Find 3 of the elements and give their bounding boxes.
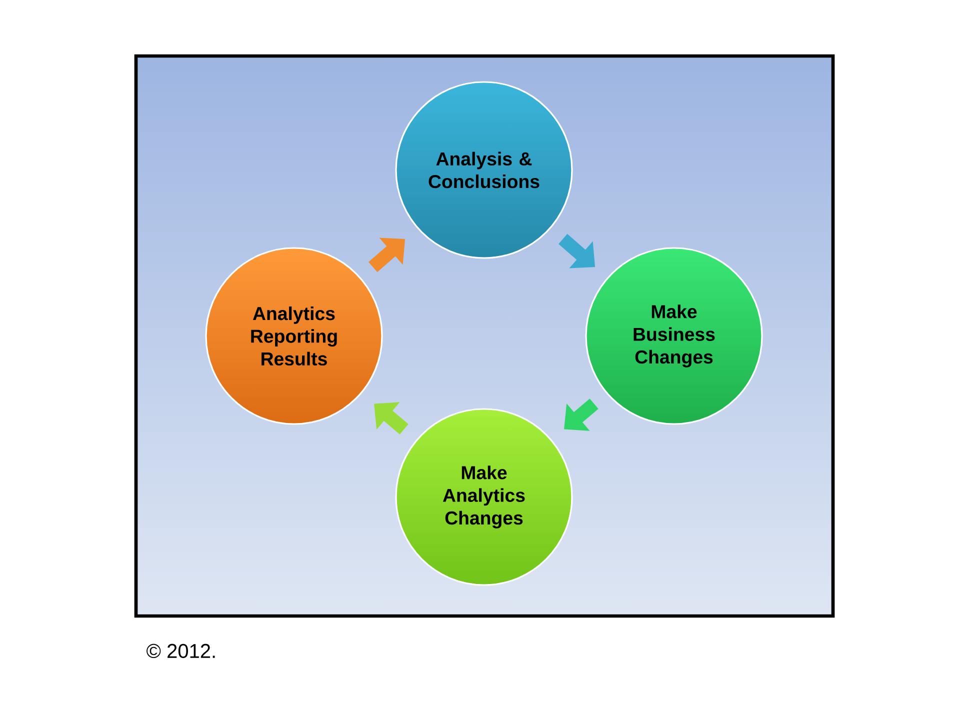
block-arrow xyxy=(374,402,408,434)
block-arrow xyxy=(564,398,598,431)
copyright-note: © 2012. xyxy=(146,644,215,658)
